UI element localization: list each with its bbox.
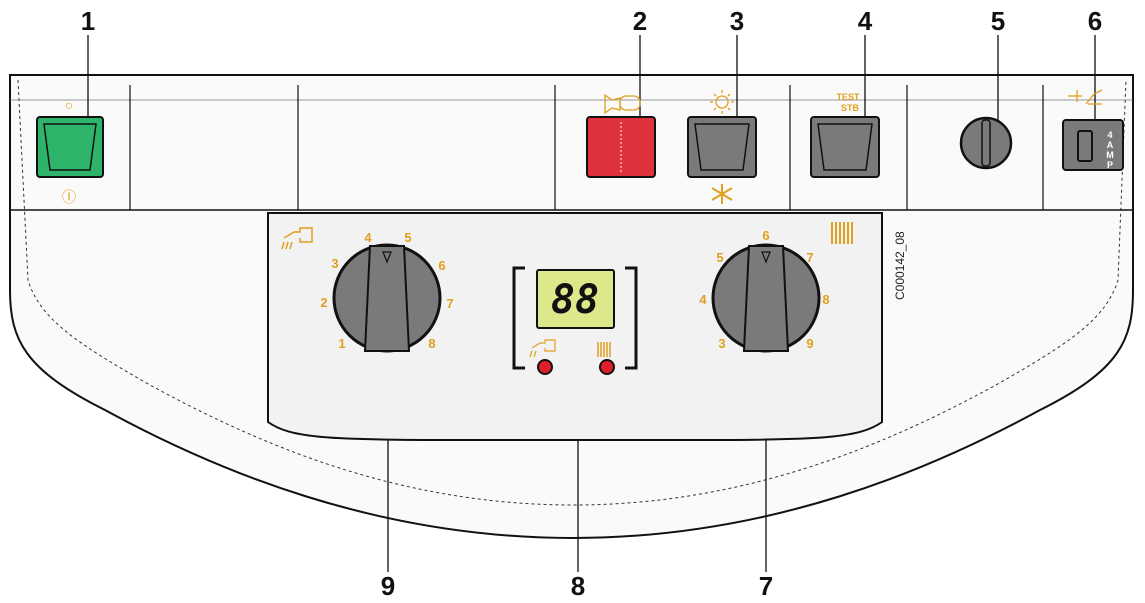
- display-radiator-icon: [597, 342, 611, 357]
- fuse-text-m: M: [1106, 150, 1114, 160]
- fuse-icon: [1068, 89, 1103, 105]
- figure-code: C000142_08: [893, 231, 907, 300]
- test-label-line2: STB: [841, 103, 860, 113]
- callout-3: 3: [730, 6, 744, 36]
- reset-button[interactable]: [586, 93, 656, 178]
- heating-mark-4: 4: [699, 292, 707, 307]
- heating-mark-3: 3: [718, 336, 725, 351]
- callout-2: 2: [633, 6, 647, 36]
- dhw-mark-5: 5: [404, 230, 411, 245]
- dhw-mark-3: 3: [331, 256, 338, 271]
- dhw-mark-1: 1: [338, 336, 345, 351]
- callout-1: 1: [81, 6, 95, 36]
- digital-display: [536, 269, 615, 329]
- dhw-mark-8: 8: [428, 336, 435, 351]
- display-value: 88: [551, 277, 599, 323]
- callout-4: 4: [858, 6, 873, 36]
- top-strip-separators: [129, 85, 1044, 210]
- callout-5: 5: [991, 6, 1005, 36]
- fuse-text-p: P: [1107, 160, 1113, 170]
- dhw-mark-2: 2: [320, 295, 327, 310]
- callout-6: 6: [1088, 6, 1102, 36]
- heating-mark-6: 6: [762, 228, 769, 243]
- dhw-mark-7: 7: [446, 296, 453, 311]
- tap-icon: [281, 227, 313, 250]
- panel-inner-dashed: [17, 79, 1127, 506]
- callout-8: 8: [571, 571, 585, 601]
- horn-icon: [604, 93, 641, 115]
- switch-on-symbol: ○: [65, 97, 73, 113]
- main-switch[interactable]: ○ Ⓘ: [36, 97, 104, 205]
- dhw-mark-4: 4: [364, 230, 372, 245]
- fuse-text-4: 4: [1107, 130, 1112, 140]
- heating-dial-marks: 3 4 5 6 7 8 9: [699, 228, 829, 351]
- dhw-temperature-dial[interactable]: [332, 243, 442, 353]
- heating-mark-8: 8: [822, 292, 829, 307]
- display-unit: 88: [512, 266, 638, 375]
- callout-7: 7: [759, 571, 773, 601]
- dhw-indicator-led: [537, 359, 553, 375]
- callout-9: 9: [381, 571, 395, 601]
- radiator-icon: [831, 222, 853, 244]
- round-knob[interactable]: [959, 116, 1013, 170]
- snowflake-icon: [711, 184, 733, 204]
- summer-winter-button[interactable]: [687, 90, 757, 204]
- sun-icon: [710, 90, 734, 114]
- fuse-holder[interactable]: 4 A M P: [1062, 89, 1124, 171]
- fuse-text-a: A: [1107, 140, 1114, 150]
- test-stb-button[interactable]: TEST STB: [810, 92, 880, 178]
- heating-mark-5: 5: [716, 250, 723, 265]
- callout-numbers: 1 2 3 4 5 6 7 8 9: [81, 6, 1102, 601]
- switch-off-symbol: Ⓘ: [62, 189, 76, 205]
- heating-indicator-led: [599, 359, 615, 375]
- dhw-dial-marks: 1 2 3 4 5 6 7 8: [320, 230, 453, 351]
- heating-temperature-dial[interactable]: [711, 243, 821, 353]
- display-tap-icon: [529, 339, 556, 358]
- heating-mark-7: 7: [806, 250, 813, 265]
- dhw-mark-6: 6: [438, 258, 445, 273]
- heating-mark-9: 9: [806, 336, 813, 351]
- test-label-line1: TEST: [836, 92, 860, 102]
